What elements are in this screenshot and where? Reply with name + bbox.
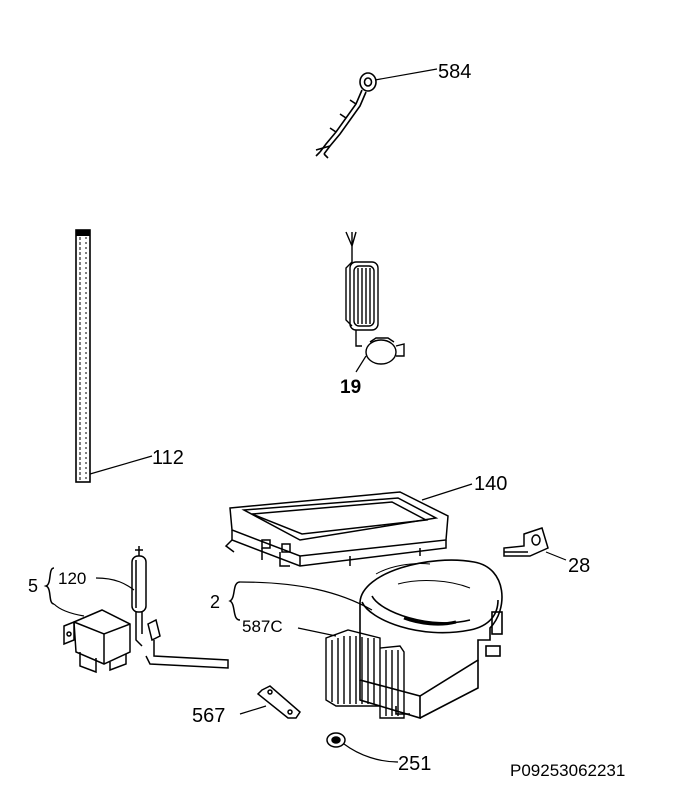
label-587c: 587C <box>242 617 283 636</box>
leader-5-valve <box>53 603 85 617</box>
leader-112 <box>89 455 153 475</box>
part-2-compressor <box>359 559 503 720</box>
label-28: 28 <box>568 555 590 577</box>
drawing-code: P09253062231 <box>510 761 625 780</box>
brace-5 <box>43 567 55 605</box>
label-120: 120 <box>58 569 86 588</box>
leader-2 <box>239 581 373 611</box>
label-19: 19 <box>340 377 361 398</box>
leader-120 <box>95 577 135 591</box>
label-5: 5 <box>28 576 38 596</box>
part-587c-relay-box <box>325 629 405 719</box>
part-5-valve-assembly <box>63 546 229 674</box>
part-567-clip <box>256 685 301 719</box>
leader-567 <box>239 705 267 715</box>
leader-140 <box>421 483 473 501</box>
label-2: 2 <box>210 592 220 612</box>
leader-587c <box>297 627 337 637</box>
part-251-grommet <box>326 732 346 748</box>
leader-28 <box>545 551 567 561</box>
brace-2 <box>228 581 241 621</box>
part-112-vertical-strip <box>75 229 91 483</box>
part-28-bracket <box>503 527 549 557</box>
label-251: 251 <box>398 753 431 775</box>
label-584: 584 <box>438 61 471 83</box>
part-584-sensor-cable <box>315 72 377 159</box>
leader-584 <box>374 68 438 81</box>
part-140-base-tray <box>224 491 449 567</box>
leader-19 <box>355 355 367 373</box>
part-19-thermostat <box>345 231 405 365</box>
label-112: 112 <box>152 447 184 469</box>
label-140: 140 <box>474 473 507 495</box>
leader-251 <box>343 743 399 763</box>
label-567: 567 <box>192 705 225 727</box>
